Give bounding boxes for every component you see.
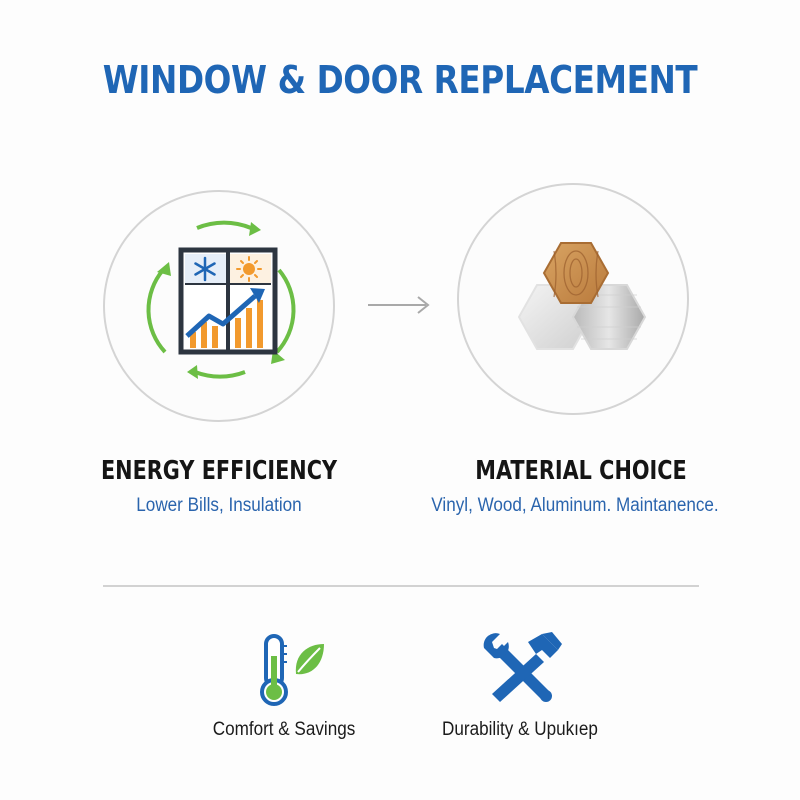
- material-choice-title: MATERIAL CHOICE: [475, 456, 687, 486]
- material-choice-subtitle: Vinyl, Wood, Aluminum. Maintanence.: [431, 495, 719, 516]
- material-choice-badge: [457, 183, 689, 415]
- divider: [103, 585, 699, 587]
- durability-upkeep-label: Durability & Upukıep: [442, 719, 598, 740]
- energy-efficiency-badge: [103, 190, 335, 422]
- energy-efficiency-window-chart-icon: [146, 220, 296, 379]
- energy-efficiency-title: ENERGY EFFICIENCY: [100, 456, 338, 486]
- wrench-hammer-icon: [483, 632, 562, 702]
- material-hexagons-icon: [517, 242, 647, 350]
- thermometer-leaf-icon: [260, 634, 324, 706]
- comfort-savings-label: Comfort & Savings: [212, 719, 356, 740]
- energy-efficiency-subtitle: Lower Bills, Insulation: [136, 495, 302, 516]
- arrow-right-icon: [368, 296, 430, 314]
- page-title: WINDOW & DOOR REPLACEMENT: [102, 58, 698, 102]
